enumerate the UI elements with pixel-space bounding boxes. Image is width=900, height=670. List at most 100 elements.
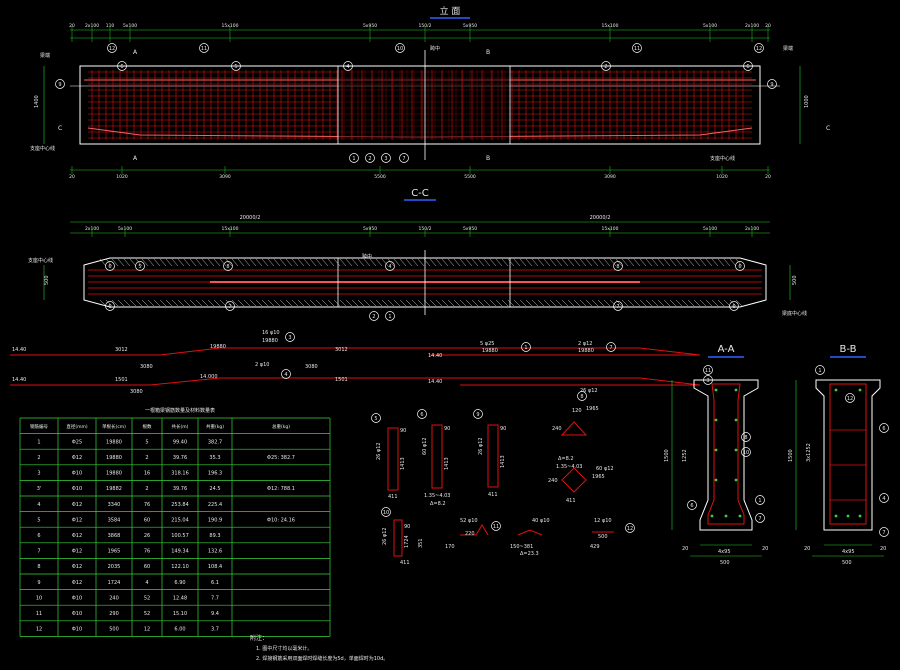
bar-7-len: 19880 [578, 348, 594, 354]
detail-callout-4-circle [371, 413, 381, 423]
table-cell-1-0: 2 [37, 455, 40, 461]
cc-hatch-bottom [153, 299, 161, 307]
elev-callout-6-label: 2 [604, 64, 607, 70]
aa-bar-dot-6 [714, 478, 718, 482]
cc-hatch-bottom [651, 299, 659, 307]
cc-hatch-top [399, 258, 407, 267]
table-cell-3-1: Φ10 [72, 486, 82, 492]
cc-hatch-top [255, 258, 263, 267]
elev-bottom-dim-6: 1020 [716, 174, 728, 180]
cc-hatch-top [537, 258, 545, 267]
aa-callout-5-circle [687, 500, 697, 510]
cc-hatch-top [159, 258, 167, 267]
cc-hatch-top [357, 258, 365, 267]
bar-10-d2: 1724 [404, 535, 410, 548]
cc-hatch-top [435, 258, 443, 267]
cc-callout-4-circle [613, 261, 623, 271]
cc-hatch-bottom [663, 299, 671, 307]
elev-bottom-dim-5: 3090 [604, 174, 616, 180]
cc-hatch-top [711, 258, 719, 267]
aa-bar-dot-7 [734, 478, 738, 482]
bb-dim-left: 20 [804, 546, 810, 552]
cc-hatch-bottom [723, 299, 731, 307]
cc-hatch-top [561, 258, 569, 267]
table-cell-11-2: 290 [109, 611, 119, 617]
bar-5-shape [387, 427, 399, 491]
elev-callout-1-label: 6 [120, 64, 123, 70]
elev-callout-3-label: 5 [234, 64, 237, 70]
cc-hatch-bottom [537, 299, 545, 307]
cc-hatch-top [231, 258, 239, 267]
strand-3-shape [10, 347, 701, 356]
aa-callout-4-circle [755, 513, 765, 523]
cc-hatch-bottom [705, 299, 713, 307]
elev-callout-10-label: 1 [352, 156, 355, 162]
elev-label-right-top: 梁端 [783, 45, 793, 52]
strand-4-callout: 2 φ10 [255, 362, 269, 368]
section-cc-title: C-C [411, 188, 429, 199]
table-cell-0-0: 1 [37, 439, 40, 445]
elev-dim-left-1400: 1400 [34, 95, 40, 108]
elev-callout-0-circle [107, 43, 117, 53]
cc-hatch-bottom [495, 299, 503, 307]
bar-12-d2: 429 [590, 544, 600, 550]
table-cell-5-6: Φ10: 24.16 [267, 517, 295, 523]
cc-hatch-bottom [237, 299, 245, 307]
cc-hatch-top [315, 258, 323, 267]
cc-hatch-bottom [111, 299, 119, 307]
cc-callout-9-circle [385, 311, 395, 321]
table-cell-6-1: Φ12 [72, 533, 82, 539]
bar-10-label: 26 φ12 [382, 527, 388, 545]
table-cell-8-3: 60 [144, 564, 150, 570]
table-cell-2-4: 318.16 [171, 471, 189, 477]
table-cell-8-4: 122.10 [171, 564, 189, 570]
cc-hatch-bottom [543, 299, 551, 307]
bar-9-d3: 411 [488, 492, 498, 498]
cc-hatch-bottom [189, 299, 197, 307]
cc-hatch-bottom [321, 299, 329, 307]
table-cell-6-4: 100.57 [171, 533, 189, 539]
cc-hatch-top [249, 258, 257, 267]
bar-8-d1: 120 [572, 408, 582, 414]
cc-hatch-bottom [525, 299, 533, 307]
cc-callout-6-circle [105, 301, 115, 311]
cc-hatch-bottom [603, 299, 611, 307]
elev-dim-right-1000: 1000 [804, 95, 810, 108]
elev-callout-0-label: 12 [109, 46, 115, 52]
cc-callout-5-circle [735, 261, 745, 271]
table-cell-1-6: Φ25: 382.7 [267, 455, 295, 461]
cc-hatch-top [675, 258, 683, 267]
cc-hatch-top [135, 258, 143, 267]
cc-hatch-bottom [333, 299, 341, 307]
cc-callout-10-label: 7 [616, 304, 619, 310]
strand-4-l2b: 1501 [335, 377, 348, 383]
cc-hatch-bottom [327, 299, 335, 307]
cc-hatch-top [651, 258, 659, 267]
aa-callout-1-label: 8 [744, 435, 747, 441]
cc-hatch-bottom [273, 299, 281, 307]
aa-dim-v2: 1252 [682, 449, 688, 462]
bar-8-shape [560, 421, 588, 436]
elev-bottom-dim-3: 5500 [374, 174, 386, 180]
cc-hatch-top [525, 258, 533, 267]
cc-hatch-bottom [213, 299, 221, 307]
cc-hatch-bottom [519, 299, 527, 307]
table-cell-11-3: 52 [144, 611, 150, 617]
table-header-2: 单根长(cm) [102, 423, 126, 430]
cc-hatch-bottom [303, 299, 311, 307]
cc-hatch-bottom [363, 299, 371, 307]
detail-callout-8-label: 10 [383, 510, 389, 516]
cc-hatch-top [297, 258, 305, 267]
strand-3-left: 14.40 [12, 347, 26, 353]
bb-bar-lines [830, 388, 866, 518]
cc-callout-4-label: 8 [616, 264, 619, 270]
cc-hatch-bottom [549, 299, 557, 307]
detail-callout-7-label: 8 [580, 394, 583, 400]
elev-callout-4-circle [343, 61, 353, 71]
table-cell-5-3: 60 [144, 517, 150, 523]
table-cell-7-3: 76 [144, 549, 150, 555]
bar-8b-shape [561, 467, 587, 493]
aa-callout-3-label: 1 [758, 498, 761, 504]
table-cell-7-5: 132.6 [208, 549, 222, 555]
